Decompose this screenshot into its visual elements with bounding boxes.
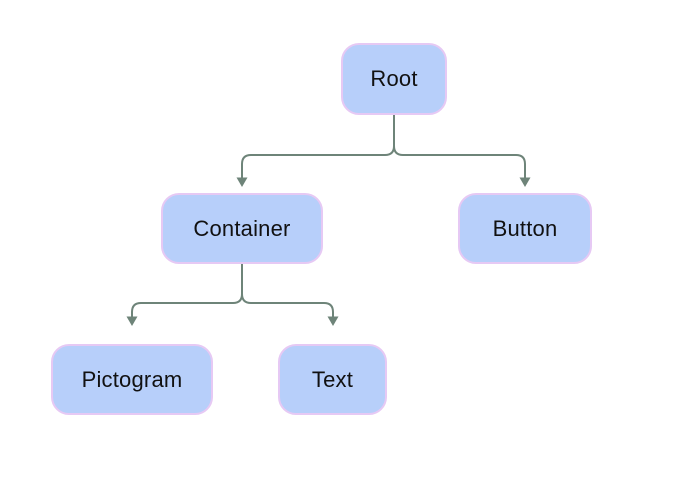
node-container[interactable]: Container — [161, 193, 323, 264]
connector-root-button — [393, 115, 526, 178]
arrowhead-root-container — [236, 177, 248, 187]
node-pictogram[interactable]: Pictogram — [51, 344, 213, 415]
node-button[interactable]: Button — [458, 193, 592, 264]
node-label: Text — [311, 366, 354, 392]
node-text[interactable]: Text — [278, 344, 387, 415]
node-label: Root — [370, 66, 418, 91]
node-root[interactable]: Root — [341, 43, 447, 115]
node-label: Button — [492, 215, 558, 241]
arrowhead-root-button — [519, 177, 531, 187]
arrowhead-container-pictogram — [126, 316, 138, 326]
connector-container-pictogram — [131, 264, 243, 317]
connector-root-container — [241, 115, 395, 178]
node-label: Container — [193, 215, 291, 241]
arrowhead-container-text — [327, 316, 339, 326]
node-label: Pictogram — [81, 366, 183, 392]
connector-container-text — [241, 264, 334, 317]
